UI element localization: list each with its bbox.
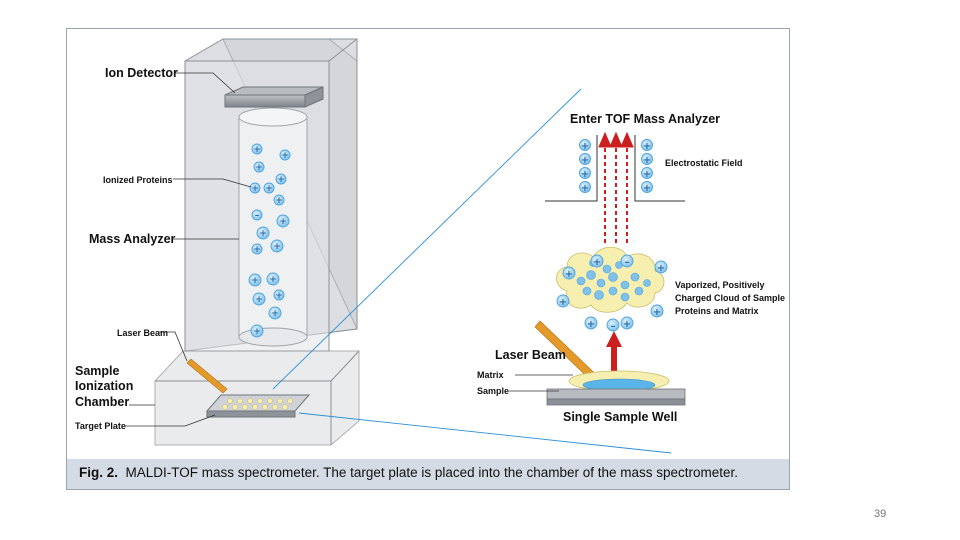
ion-sign: – xyxy=(611,321,616,332)
ion-sign: + xyxy=(251,184,259,194)
label-target-plate: Target Plate xyxy=(75,421,126,431)
ion-detector-plate xyxy=(224,86,324,108)
ion-sign: + xyxy=(253,327,261,337)
tube-ion-signs: + + + + + + + – + + + + + + + + + + xyxy=(251,145,289,337)
ion-sign: + xyxy=(255,163,263,173)
leader-lines-left xyxy=(125,72,252,427)
ion-sign: + xyxy=(259,229,267,239)
ion-sign: + xyxy=(643,141,651,152)
figure-caption: Fig. 2. MALDI-TOF mass spectrometer. The… xyxy=(79,465,738,480)
label-single-sample-well: Single Sample Well xyxy=(563,410,677,424)
tube-ions xyxy=(248,143,291,338)
ion-sign: + xyxy=(657,263,665,274)
label-cloud-line3: Proteins and Matrix xyxy=(675,306,759,316)
ion-sign: + xyxy=(581,141,589,152)
label-electrostatic-field: Electrostatic Field xyxy=(665,158,743,168)
figure: + + + + + + + – + + + + + + + + + + xyxy=(66,28,790,490)
ion-sign: + xyxy=(587,319,595,330)
label-cloud-line1: Vaporized, Positively xyxy=(675,280,765,290)
cloud-charges xyxy=(556,254,668,332)
label-chamber-line2: Ionization xyxy=(75,379,133,393)
caption-fig-label: Fig. 2. xyxy=(79,465,119,480)
ion-sign: + xyxy=(253,145,261,155)
ion-sign: – xyxy=(255,211,260,221)
electrostatic-plates xyxy=(545,135,685,202)
vaporize-arrow xyxy=(606,331,622,371)
ion-sign: – xyxy=(625,257,630,268)
ion-sign: + xyxy=(253,245,261,255)
ion-sign: + xyxy=(565,269,573,280)
mass-analyzer-tube xyxy=(238,107,308,347)
ion-sign: + xyxy=(581,169,589,180)
ion-sign: + xyxy=(581,155,589,166)
ion-sign: + xyxy=(643,169,651,180)
ion-sign: + xyxy=(275,291,283,301)
ion-sign: + xyxy=(277,175,285,185)
ion-sign: + xyxy=(581,183,589,194)
target-plate xyxy=(205,394,311,418)
ion-sign: + xyxy=(251,276,259,286)
ion-sign: + xyxy=(559,297,567,308)
label-chamber-line3: Chamber xyxy=(75,395,129,409)
label-cloud-line2: Charged Cloud of Sample xyxy=(675,293,785,303)
cloud-charge-signs: + + – + + + + + – xyxy=(559,257,665,332)
ion-sign: + xyxy=(653,307,661,318)
label-chamber-line1: Sample xyxy=(75,364,120,378)
ion-sign: + xyxy=(593,257,601,268)
field-charges xyxy=(579,139,653,193)
sample-well xyxy=(546,370,686,406)
label-ionized-proteins: Ionized Proteins xyxy=(103,175,173,185)
caption-bar: Fig. 2. MALDI-TOF mass spectrometer. The… xyxy=(67,459,789,489)
ion-sign: + xyxy=(279,217,287,227)
zoom-lines xyxy=(272,88,672,454)
ion-sign: + xyxy=(269,275,277,285)
ion-sign: + xyxy=(281,151,289,161)
maldi-tof-diagram: + + + + + + + – + + + + + + + + + + xyxy=(75,38,785,454)
field-charge-signs: + + + + + + + + xyxy=(581,141,651,194)
label-enter-tof: Enter TOF Mass Analyzer xyxy=(570,112,720,126)
label-matrix: Matrix xyxy=(477,370,504,380)
ion-sign: + xyxy=(275,196,283,206)
laser-beam-small xyxy=(186,358,228,394)
label-laser-beam-small: Laser Beam xyxy=(117,328,168,338)
ion-sign: + xyxy=(643,183,651,194)
ion-sign: + xyxy=(623,319,631,330)
ion-sign: + xyxy=(265,184,273,194)
label-laser-beam: Laser Beam xyxy=(495,348,566,362)
label-sample: Sample xyxy=(477,386,509,396)
label-mass-analyzer: Mass Analyzer xyxy=(89,232,176,246)
label-ion-detector: Ion Detector xyxy=(105,66,178,80)
ion-sign: + xyxy=(273,242,281,252)
page-number: 39 xyxy=(874,508,887,520)
ion-sign: + xyxy=(255,295,263,305)
caption-text: MALDI-TOF mass spectrometer. The target … xyxy=(125,465,739,480)
tof-arrows xyxy=(598,131,634,243)
leader-lines-right xyxy=(509,374,573,392)
ion-sign: + xyxy=(271,309,279,319)
ion-sign: + xyxy=(643,155,651,166)
